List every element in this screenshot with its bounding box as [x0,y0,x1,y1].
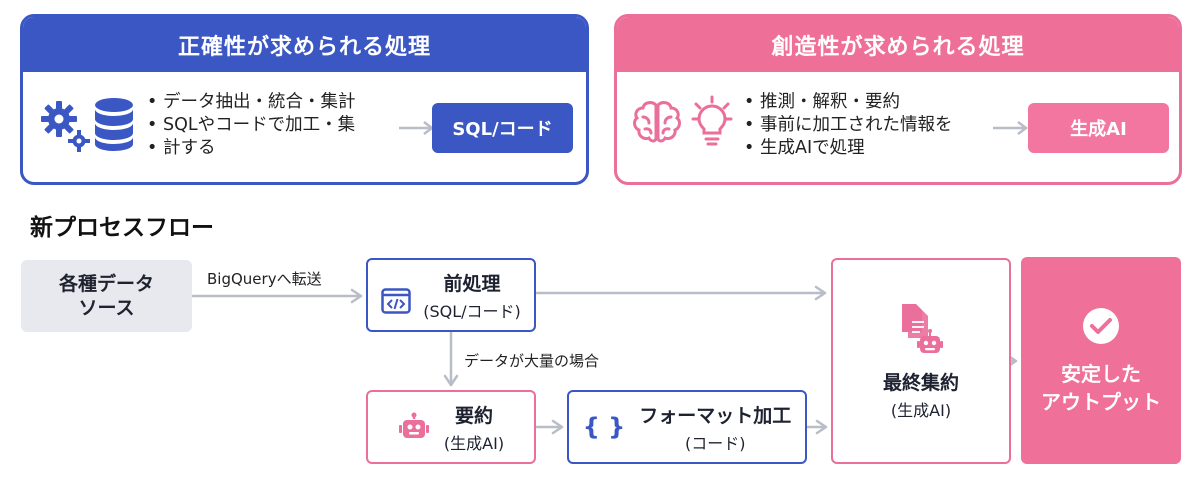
accuracy-bullet-continued: 計する [145,137,405,160]
format-title: フォーマット加工 [639,404,792,427]
data-source-line2: ソース [78,297,135,319]
documents-robot-icon [902,303,943,353]
generative-ai-tag: 生成AI [1028,103,1169,153]
creativity-bullet-continued: 生成AIで処理 [742,137,1002,160]
data-source-node: 各種データ ソース [21,260,192,332]
stable-output-line1: 安定した [1061,361,1141,386]
lightbulb-icon [691,95,733,146]
gears-icon [41,101,90,152]
brain-icon [633,101,681,143]
check-circle-icon [1083,307,1119,344]
creativity-bullet: 事前に加工された情報を [742,114,1002,137]
edge-label-large-data: データが大量の場合 [464,352,600,370]
accuracy-bullet-list: データ抽出・統合・集計 SQLやコードで加工・集 計する [145,91,405,160]
data-source-line1: 各種データ [58,273,154,295]
accuracy-bullet: データ抽出・統合・集計 [145,91,405,114]
accuracy-bullet: SQLやコードで加工・集 [145,114,405,137]
creativity-panel-title: 創造性が求められる処理 [617,17,1179,72]
final-aggregation-node: 最終集約 (生成AI) [831,258,1011,464]
summary-subtitle: (生成AI) [443,433,505,453]
edge-label-transfer: BigQueryへ転送 [207,270,322,288]
creativity-bullet: 推測・解釈・要約 [742,91,1002,114]
database-icon [95,98,133,151]
creativity-bullet-list: 推測・解釈・要約 事前に加工された情報を 生成AIで処理 [742,91,1002,160]
stable-output-node: 安定した アウトプット [1021,257,1181,464]
final-aggregation-subtitle: (生成AI) [890,400,952,420]
sql-code-tag: SQL/コード [432,103,573,153]
preprocess-subtitle: (SQL/コード) [423,301,521,321]
format-subtitle: (コード) [685,433,746,453]
accuracy-panel: 正確性が求められる処理 データ抽 [20,14,589,185]
preprocess-node: 前処理 (SQL/コード) [366,258,536,332]
summary-node: 要約 (生成AI) [366,390,536,464]
preprocess-title: 前処理 [443,272,501,295]
stable-output-line2: アウトプット [1041,389,1161,414]
arrow-right-icon [993,121,1029,135]
curly-braces-icon: { } [582,413,626,441]
flow-section-title: 新プロセスフロー [30,215,214,241]
accuracy-panel-title: 正確性が求められる処理 [23,17,586,72]
final-aggregation-title: 最終集約 [882,371,959,394]
summary-title: 要約 [454,404,493,427]
code-window-icon [381,288,411,314]
creativity-panel: 創造性が求められる処理 推測・解釈・要約 事前に加工された情報を 生成AIで処理 [614,14,1182,185]
format-node: { } フォーマット加工 (コード) [567,390,807,464]
robot-icon [398,412,429,438]
